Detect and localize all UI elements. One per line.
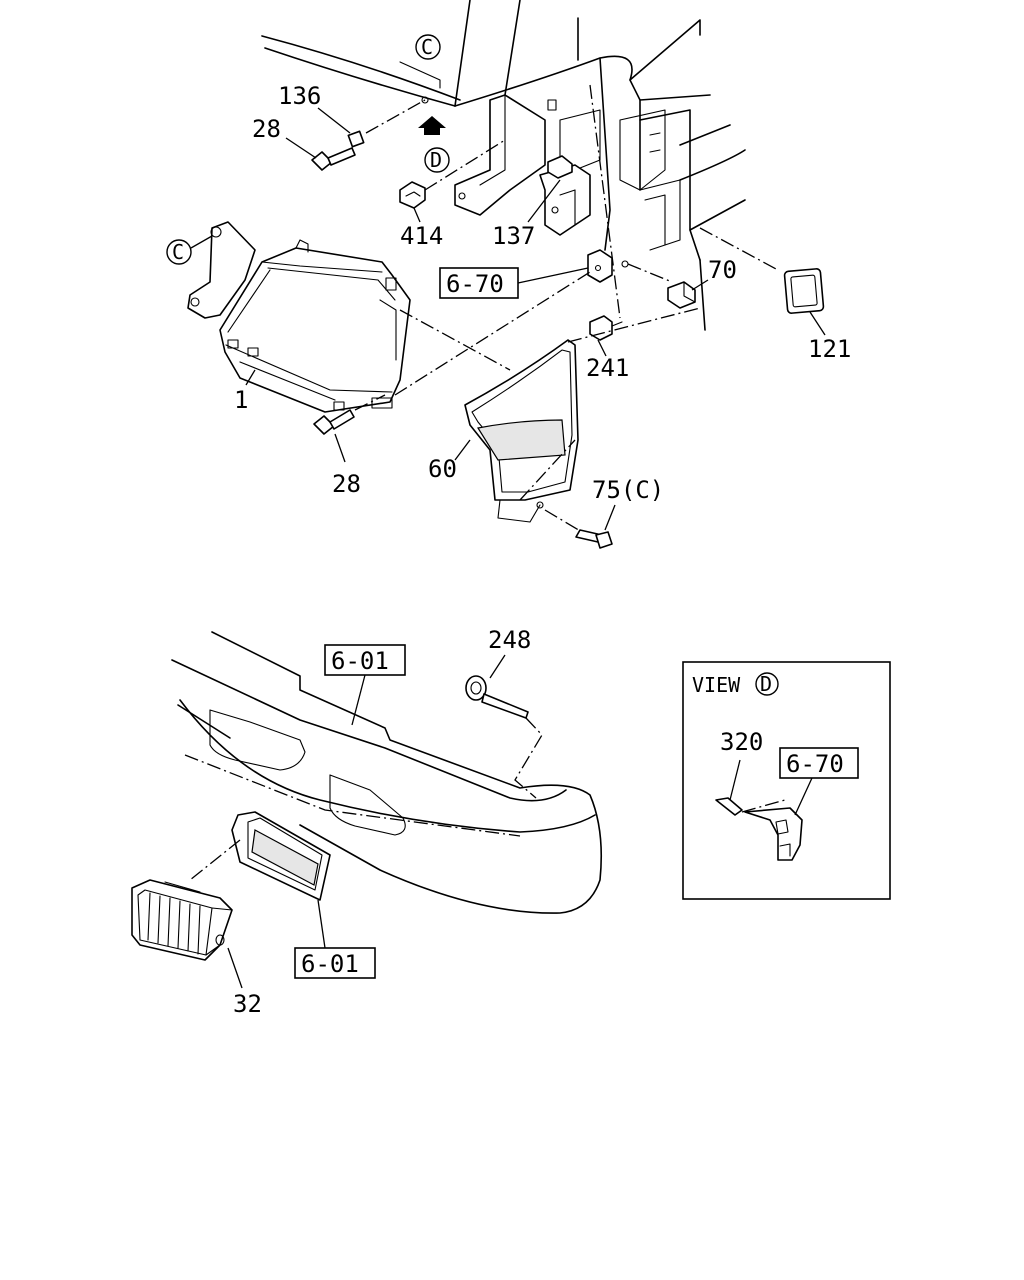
label-248: 248 — [488, 626, 531, 654]
bolt-75c — [544, 504, 616, 549]
view-title: VIEW — [692, 673, 741, 697]
front-bumper — [171, 631, 602, 914]
direction-arrow-icon — [418, 116, 446, 135]
svg-text:6-01: 6-01 — [331, 647, 389, 675]
ref-box-6-01-lower: 6-01 — [294, 947, 376, 979]
label-28-bottom: 28 — [332, 470, 361, 498]
label-414: 414 — [400, 222, 443, 250]
callout-d-main: D — [424, 147, 450, 173]
clip-70 — [667, 279, 709, 309]
label-320: 320 — [720, 728, 763, 756]
svg-text:C: C — [421, 35, 433, 59]
label-137: 137 — [492, 222, 535, 250]
fog-lamp-32 — [131, 879, 243, 989]
callout-c-top: C — [399, 34, 441, 89]
part-137 — [527, 155, 573, 223]
cab-body-outline — [261, 0, 746, 331]
svg-text:6-70: 6-70 — [446, 270, 504, 298]
label-60: 60 — [428, 455, 457, 483]
label-1: 1 — [234, 386, 248, 414]
washer-136 — [317, 107, 365, 148]
svg-text:C: C — [172, 240, 184, 264]
bracket-6-70 — [587, 249, 673, 283]
view-d-inset: VIEW D 320 6-70 — [682, 661, 891, 900]
label-32: 32 — [233, 990, 262, 1018]
label-70: 70 — [708, 256, 737, 284]
label-6-70-view: 6-70 — [786, 750, 844, 778]
label-28-top: 28 — [252, 115, 281, 143]
callout-d-view: D — [760, 672, 772, 696]
bolt-28-top — [285, 137, 356, 171]
label-136: 136 — [278, 82, 321, 110]
clip-414 — [399, 139, 506, 223]
label-121: 121 — [808, 335, 851, 363]
side-lamp-1 — [187, 221, 411, 413]
part-248 — [465, 654, 543, 799]
grommet-241 — [589, 315, 623, 357]
svg-text:D: D — [430, 148, 442, 172]
svg-text:6-01: 6-01 — [301, 950, 359, 978]
ref-box-6-01-bumper: 6-01 — [324, 644, 406, 726]
mounting-bracket — [454, 94, 591, 236]
corner-panel-60 — [454, 307, 701, 523]
bolt-28-bottom — [313, 394, 386, 463]
label-241: 241 — [586, 354, 629, 382]
lamp-housing-6-01 — [189, 811, 331, 949]
gasket-121 — [699, 227, 826, 336]
ref-box-6-70-top: 6-70 — [439, 267, 589, 299]
label-75c: 75(C) — [592, 476, 664, 504]
callout-c-left: C — [166, 235, 213, 265]
